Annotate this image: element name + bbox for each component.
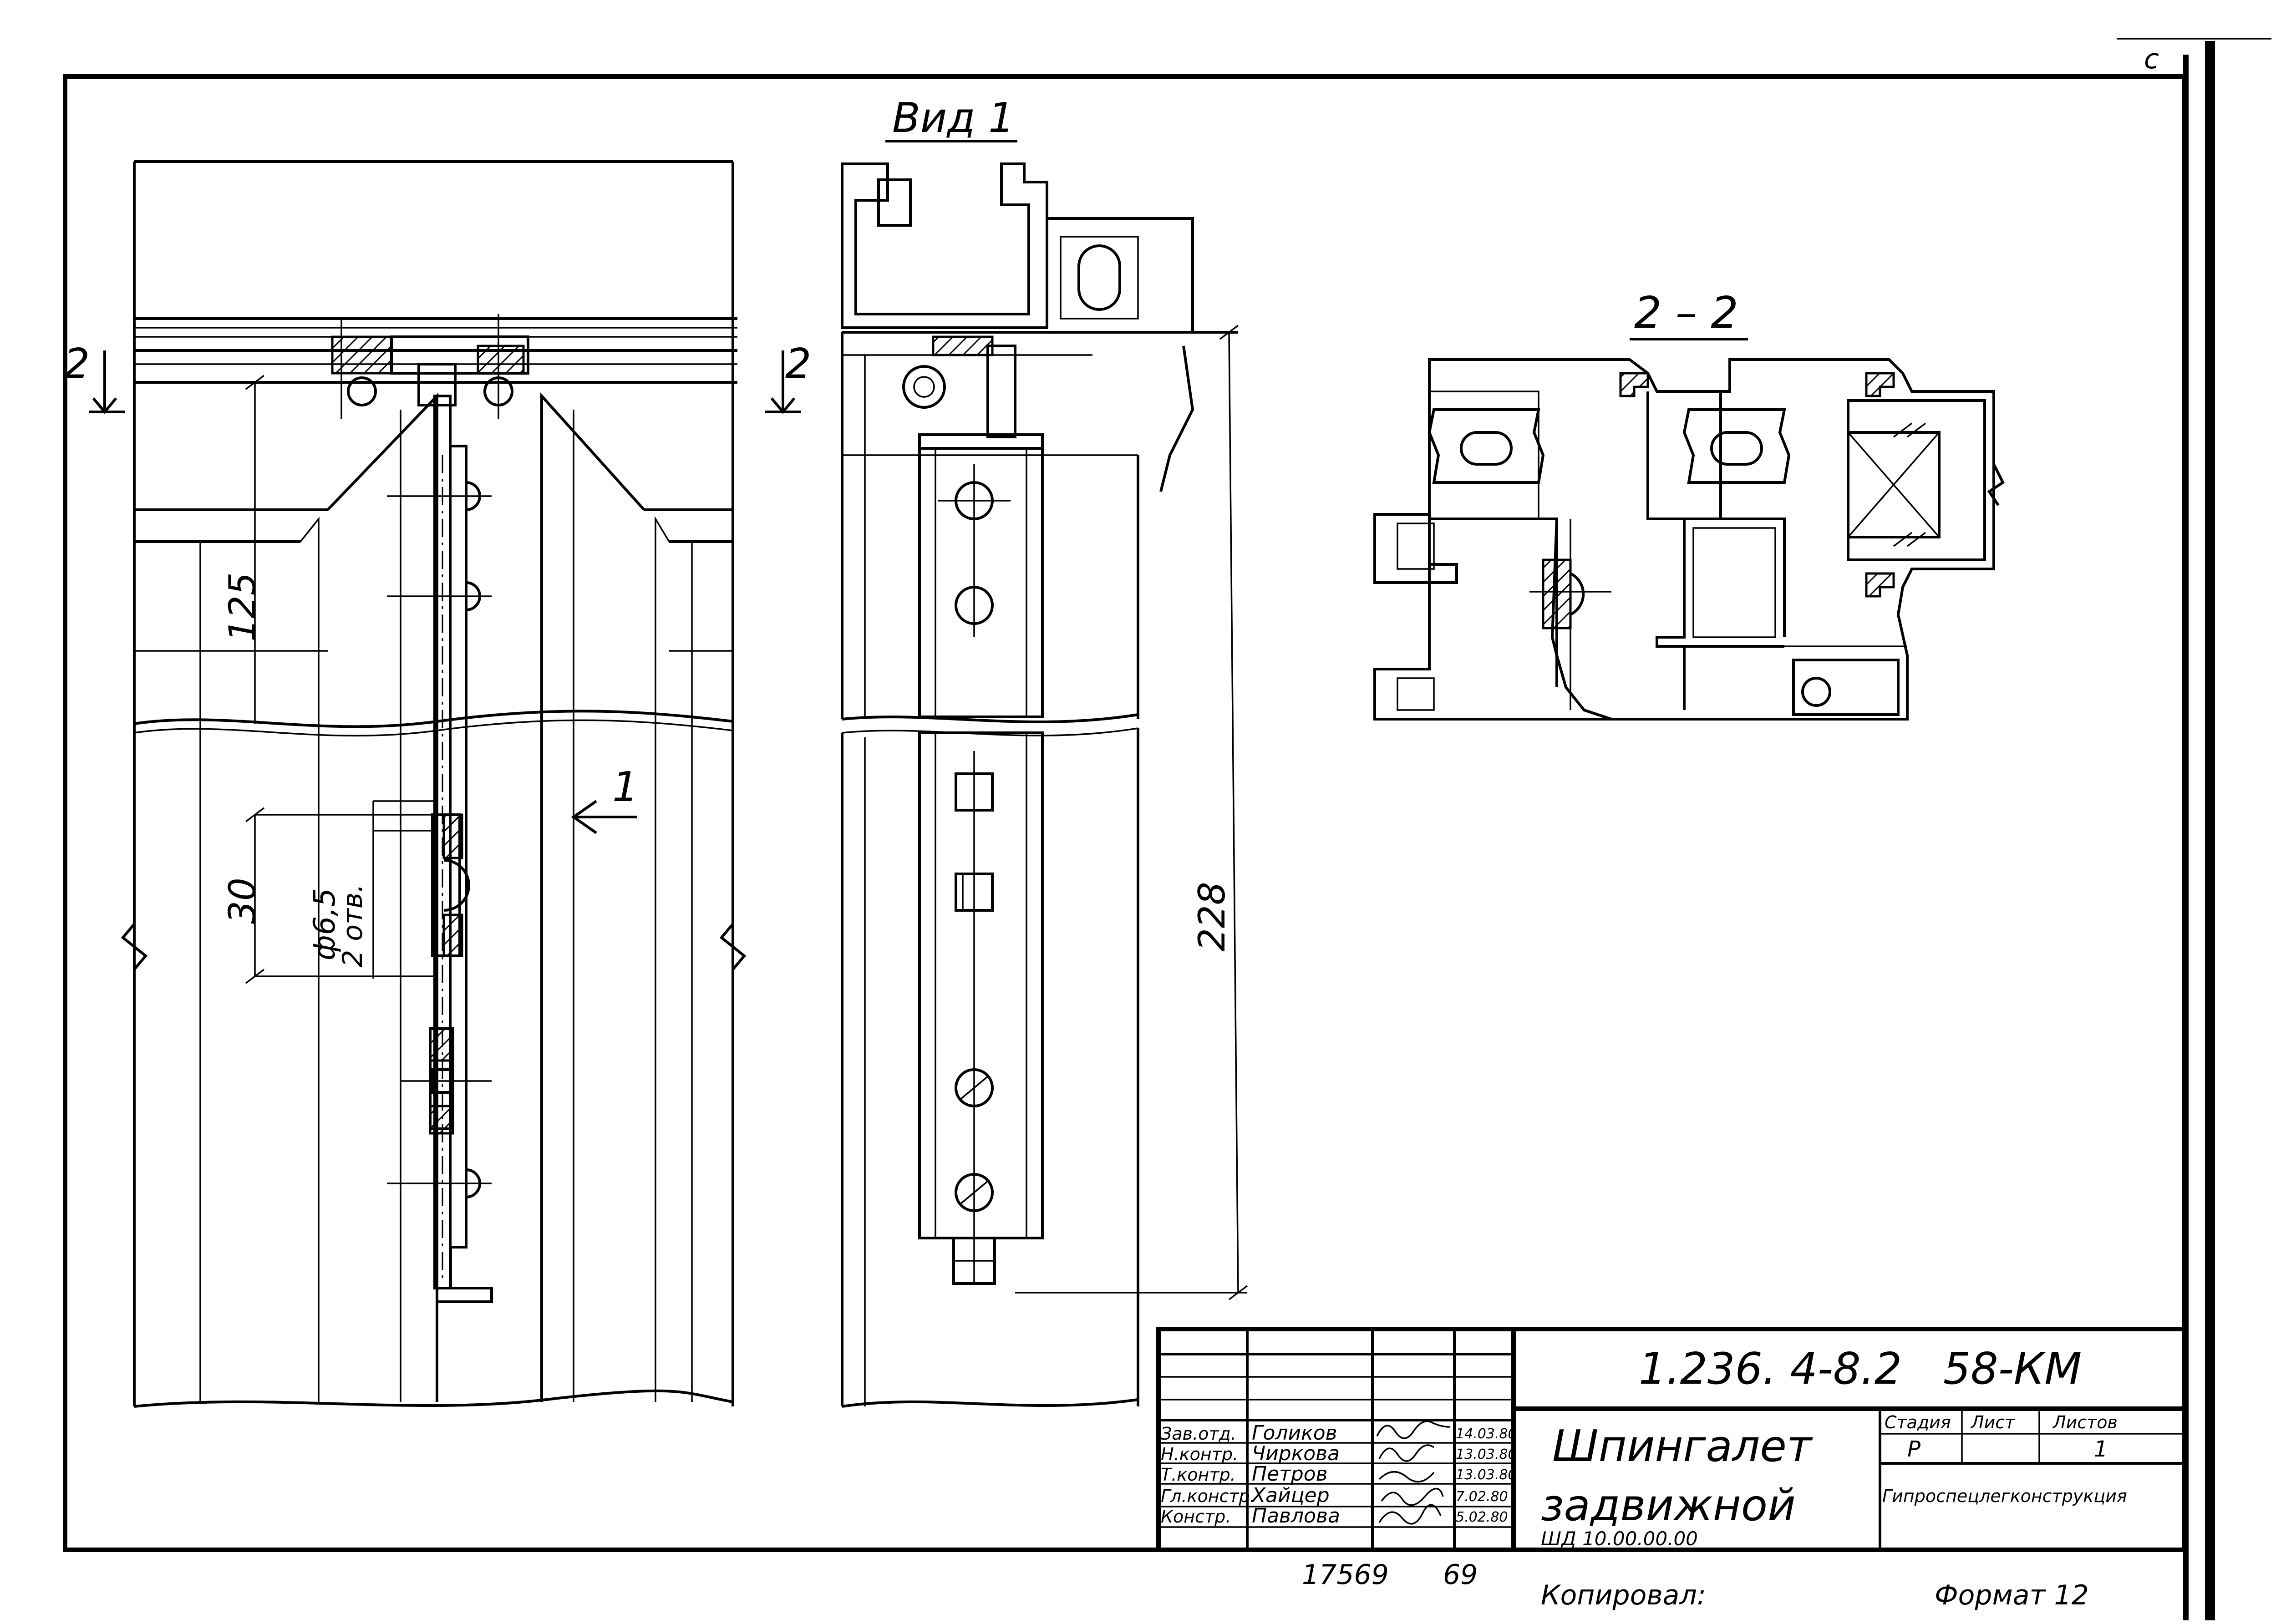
view-1-title: Вид 1 [892, 94, 1014, 142]
signature-table: Зав.отд. Голиков 14.03.80 Н.контр. Чирко… [1161, 1420, 1517, 1528]
signature-role: Гл.констр. [1161, 1486, 1255, 1506]
drawing-code: ШД 10.00.00.00 [1541, 1528, 1698, 1550]
signature-mark [1378, 1504, 1442, 1525]
front-elevation-view [89, 160, 801, 1408]
inventory-number: 17569 [1302, 1559, 1389, 1591]
stage-header: Стадия [1885, 1412, 1951, 1432]
signature-role: Зав.отд. [1161, 1424, 1236, 1444]
signature-mark [1381, 1487, 1444, 1506]
hole-dia-label: ф6,5 [308, 888, 342, 960]
view-arrow-mark: 1 [612, 763, 638, 811]
signature-name: Петров [1252, 1462, 1328, 1486]
signature-role: Т.контр. [1161, 1465, 1236, 1485]
page-mark: с [2144, 43, 2159, 75]
section-2-2-title: 2 – 2 [1634, 288, 1738, 338]
dim-125-label: 125 [221, 572, 264, 642]
signature-name: Павлова [1252, 1504, 1340, 1528]
page-number: 69 [1443, 1559, 1478, 1591]
copied-by-label: Копировал: [1541, 1579, 1706, 1611]
signature-role: Н.контр. [1161, 1444, 1238, 1464]
organization: Гипроспецлегконструкция [1882, 1486, 2127, 1506]
section-mark-left: 2 [64, 340, 90, 388]
hole-count-label: 2 отв. [337, 884, 369, 967]
document-number: 1.236. 4-8.2 58-КМ [1639, 1344, 2082, 1394]
dim-228-label: 228 [1191, 882, 1233, 951]
view-1 [841, 162, 1248, 1408]
signature-name: Чиркова [1252, 1442, 1340, 1465]
signature-date: 7.02.80 [1456, 1489, 1508, 1505]
stage-value: Р [1907, 1436, 1920, 1462]
signature-date: 13.03.80 [1456, 1446, 1517, 1462]
signature-mark [1378, 1471, 1435, 1483]
signature-date: 13.03.80 [1456, 1467, 1517, 1483]
signature-date: 14.03.80 [1456, 1426, 1517, 1442]
signature-role: Констр. [1161, 1507, 1231, 1527]
signature-name: Голиков [1252, 1421, 1337, 1445]
signature-mark [1378, 1444, 1435, 1462]
dim-30-label: 30 [221, 878, 264, 924]
title-block [1156, 1327, 2186, 1552]
section-mark-right: 2 [785, 340, 811, 388]
signature-name: Хайцер [1251, 1484, 1330, 1507]
sheet-header: Лист [1970, 1412, 2016, 1432]
signature-date: 5.02.80 [1456, 1509, 1508, 1525]
section-2-2 [1373, 358, 2005, 721]
title-line-2: задвижной [1541, 1481, 1796, 1531]
format-label: Формат 12 [1935, 1579, 2089, 1611]
sheets-value: 1 [2094, 1436, 2108, 1462]
signature-mark [1376, 1420, 1450, 1439]
title-line-1: Шпингалет [1552, 1421, 1813, 1472]
sheets-header: Листов [2052, 1412, 2118, 1432]
